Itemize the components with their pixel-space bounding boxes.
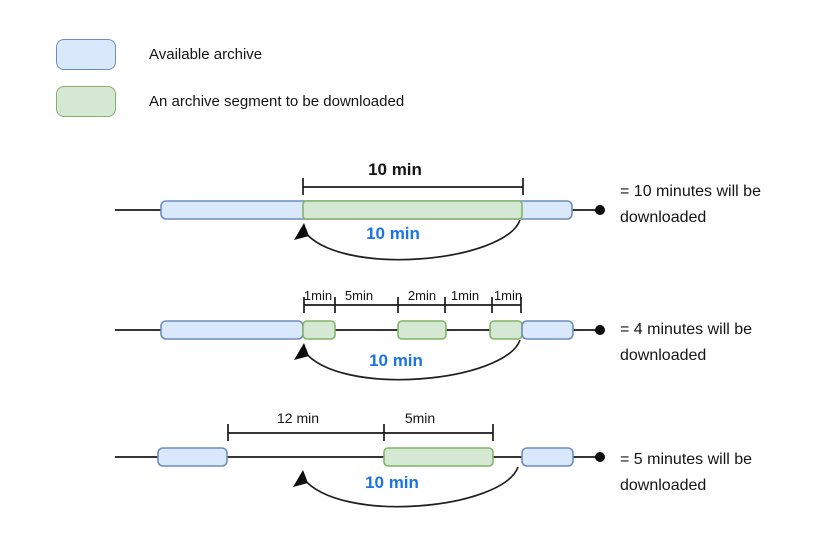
legend-label-available: Available archive [149,46,263,63]
available-archive-bar [157,447,228,467]
download-segment-bar [302,320,336,340]
seek-duration-label: 10 min [369,351,423,370]
seek-duration-label: 10 min [366,224,420,243]
download-segment-bar [397,320,447,340]
result-text-3: = 5 minutes will be downloaded [620,451,753,494]
duration-bracket [227,424,494,441]
duration-bracket [303,297,522,313]
timeline-1: 10 min 10 min [115,160,605,261]
download-segment-bar [302,200,523,220]
available-archive-bar [521,320,574,340]
available-archive-swatch [56,39,116,70]
seek-arrow [302,466,519,508]
timeline-end-dot [595,325,605,335]
result-text-1: = 10 minutes will be downloaded [620,183,761,226]
legend-label-segment: An archive segment to be downloaded [149,93,405,110]
seek-arrow [303,219,521,261]
download-segment-bar [489,320,523,340]
available-archive-bar [160,320,304,340]
timeline-end-dot [595,452,605,462]
seek-duration-label: 10 min [365,473,419,492]
bracket-label: 12 min [277,410,319,426]
timeline-2: 1min 5min 2min 1min 1min 10 min [115,288,605,381]
timeline-3: 12 min 5min 10 min [115,410,605,508]
legend-item-segment: An archive segment to be downloaded [56,86,404,117]
download-segment-bar [383,447,494,467]
download-segment-swatch [56,86,116,117]
bracket-label: 1min [451,288,479,303]
seek-arrow-head [293,470,308,487]
timeline-end-dot [595,205,605,215]
result-text-2: = 4 minutes will be downloaded [620,321,753,364]
seek-arrow [303,339,521,381]
legend-item-available: Available archive [56,39,262,70]
seek-arrow-head [294,223,309,240]
bracket-label: 1min [304,288,332,303]
bracket-label: 1min [494,288,522,303]
bracket-label: 2min [408,288,436,303]
bracket-label: 10 min [368,160,422,179]
bracket-label: 5min [345,288,373,303]
bracket-label: 5min [405,410,435,426]
duration-bracket [302,178,524,195]
available-archive-bar [521,447,574,467]
seek-arrow-head [294,343,309,360]
